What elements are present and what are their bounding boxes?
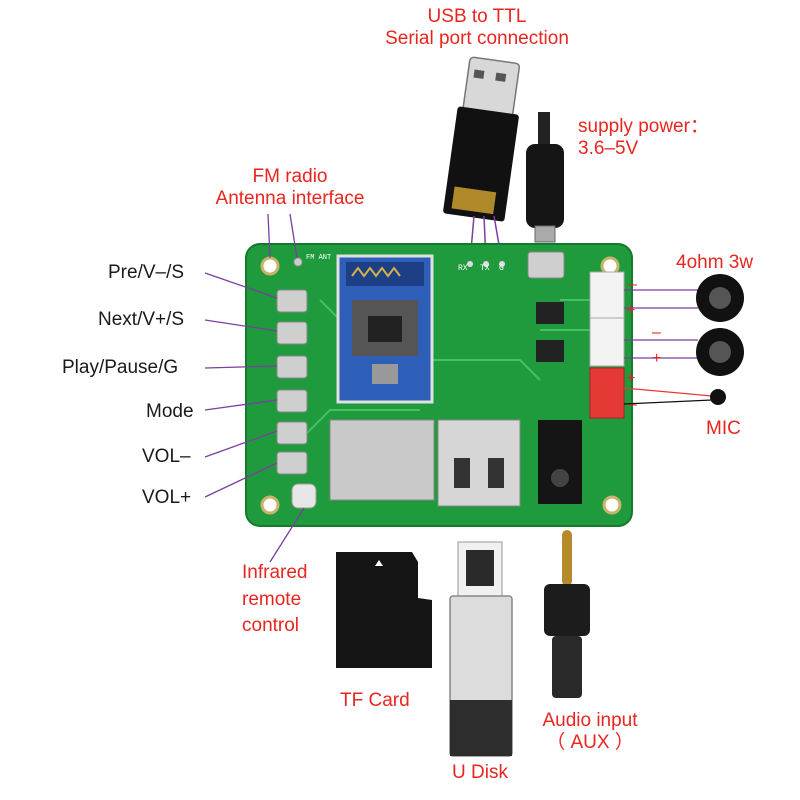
speaker2-minus: – — [652, 324, 661, 341]
aux-line-1: Audio input — [542, 710, 638, 731]
tf-card-icon — [336, 552, 432, 668]
serial-pin-g: G — [499, 264, 504, 273]
usb-ttl-line-1: USB to TTL — [427, 6, 527, 27]
supply-power-line-1: supply power： — [578, 116, 709, 137]
infrared-line-2: remote — [242, 588, 302, 610]
push-button-icon — [276, 289, 308, 475]
amp-chip — [536, 302, 564, 324]
infrared-label: Infrared remote control — [242, 560, 307, 640]
usb-ttl-label: USB to TTL Serial port connection — [352, 6, 602, 50]
button-label-vol-plus: VOL+ — [142, 487, 192, 508]
microphone-icon — [710, 389, 726, 405]
infrared-line-3: control — [242, 615, 300, 637]
speaker1-plus: + — [626, 302, 636, 319]
speaker2-plus: + — [652, 350, 662, 367]
serial-pin-rx: RX — [458, 264, 468, 273]
ir-receiver-icon — [291, 483, 317, 509]
speaker1-minus: – — [628, 276, 637, 293]
audio-jack-icon — [544, 530, 590, 698]
speaker-connectors — [589, 271, 625, 419]
mic-label: MIC — [706, 418, 741, 439]
bluetooth-module-icon — [336, 254, 434, 404]
amp-chip — [536, 340, 564, 362]
supply-power-label: supply power： 3.6–5V — [578, 116, 709, 160]
speaker-spec-label: 4ohm 3w — [676, 252, 754, 273]
speaker-icon — [696, 274, 744, 376]
mic-plus: + — [626, 370, 636, 387]
micro-usb-plug-icon — [526, 112, 564, 243]
button-label-play: Play/Pause/G — [62, 357, 179, 378]
mic-minus: – — [628, 396, 637, 413]
antenna-pin-label: FM ANT — [306, 254, 332, 262]
audio-jack-port — [538, 420, 582, 504]
fm-radio-line-1: FM radio — [252, 166, 328, 187]
leader-lines — [204, 213, 713, 563]
usb-ttl-line-2: Serial port connection — [385, 27, 569, 49]
supply-power-line-2: 3.6–5V — [578, 137, 639, 159]
tf-card-slot — [329, 419, 435, 501]
button-label-pre: Pre/V–/S — [108, 262, 185, 283]
fm-radio-line-2: Antenna interface — [215, 187, 365, 209]
aux-label: Audio input （ AUX ） — [520, 710, 660, 754]
fm-radio-label: FM radio Antenna interface — [190, 166, 390, 210]
serial-pin-tx: TX — [480, 264, 490, 273]
usb-flash-drive-icon — [449, 541, 513, 757]
button-label-next: Next/V+/S — [98, 309, 185, 330]
usb-port — [437, 419, 521, 507]
button-label-vol-minus: VOL– — [142, 446, 191, 467]
infrared-line-1: Infrared — [242, 562, 308, 583]
aux-line-2: （ AUX ） — [546, 731, 634, 753]
tf-card-label: TF Card — [340, 690, 410, 711]
u-disk-label: U Disk — [452, 762, 508, 783]
usb-ttl-adapter-icon — [443, 56, 521, 222]
button-label-mode: Mode — [146, 401, 194, 422]
